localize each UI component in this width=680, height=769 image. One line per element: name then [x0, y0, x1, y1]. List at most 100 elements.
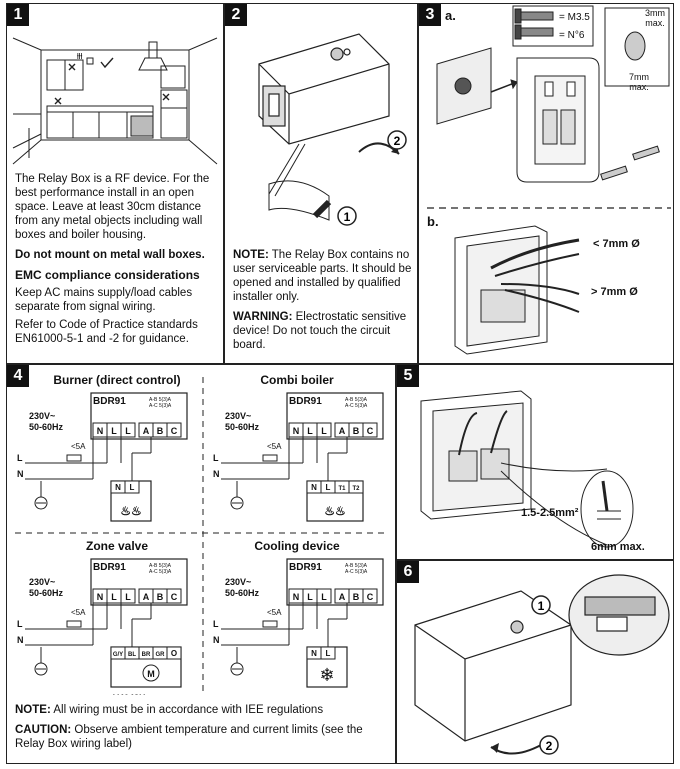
terminal-label: L: [125, 592, 131, 602]
terminal-label: B: [157, 592, 164, 602]
panel-1: 1: [6, 3, 224, 364]
kitchen-illustration: ƚƚƚ: [12, 37, 218, 165]
note-label: NOTE:: [233, 249, 269, 261]
load-terminal-label: N: [311, 483, 317, 492]
terminal-label: N: [293, 592, 300, 602]
valve-model-label: V4043H: [113, 693, 146, 695]
motor-icon-label: M: [147, 669, 155, 679]
panel-number: 1: [7, 4, 29, 26]
cover-closing-illustration: 2 1: [414, 574, 670, 755]
callout-1: 1: [344, 210, 351, 224]
wire-size-label: 1.5-2.5mm²: [521, 507, 579, 519]
terminal-label: N: [293, 426, 300, 436]
load-terminal-label: GR: [156, 652, 166, 658]
panel-5: 5 1.5-2.5mm² 6mm max.: [396, 364, 674, 560]
panel-number: 6: [397, 561, 419, 583]
sub-label-a: a.: [445, 8, 456, 23]
load-terminal-label: L: [130, 483, 135, 492]
rating-label: A-B 5(3)A: [345, 563, 368, 569]
fuse-label: <5A: [71, 608, 86, 617]
terminal-label: C: [367, 592, 374, 602]
panel-6: 6 2 1: [396, 560, 674, 764]
rating-label: A-B 5(3)A: [345, 397, 368, 403]
load-terminal-box: [166, 646, 182, 660]
snowflake-icon: ❄: [319, 665, 334, 685]
terminal-box: [166, 422, 182, 438]
callout-2: 2: [546, 739, 553, 753]
svg-text:ƚƚƚ: ƚƚƚ: [77, 52, 83, 61]
rf-placement-advice: The Relay Box is a RF device. For the be…: [15, 173, 210, 241]
caution-label: CAUTION:: [15, 724, 72, 736]
rating-label: A-C 5(3)A: [149, 569, 172, 575]
terminal-box: [316, 422, 332, 438]
live-label: L: [17, 619, 23, 629]
terminal-label: L: [111, 426, 117, 436]
sub-label-b: b.: [427, 214, 439, 229]
load-terminal-label: T1: [338, 486, 346, 492]
panel-number: 3: [419, 4, 441, 26]
cable-small-label: < 7mm Ø: [593, 238, 640, 250]
emc-advice-2: Refer to Code of Practice standards EN61…: [15, 319, 198, 345]
callout-1: 1: [538, 599, 545, 613]
neutral-label: N: [17, 469, 24, 479]
rating-label: A-B 5(3)A: [149, 397, 172, 403]
supply-label: 230V~: [29, 577, 55, 587]
fuse-symbol: [262, 620, 278, 628]
load-terminal-label: N: [311, 649, 317, 658]
supply-label: 230V~: [29, 411, 55, 421]
device-label: BDR91: [93, 562, 126, 573]
rating-label: A-C 5(3)A: [345, 403, 368, 409]
flame-icon: ♨♨: [324, 504, 346, 518]
emc-advice-1: Keep AC mains supply/load cables separat…: [15, 287, 193, 313]
panel-2-text: NOTE: The Relay Box contains no user ser…: [233, 248, 413, 358]
panel-number: 2: [225, 4, 247, 26]
warning-label: WARNING:: [233, 311, 293, 323]
terminal-label: B: [353, 592, 360, 602]
fuse-symbol: [262, 454, 278, 462]
terminal-label: A: [143, 592, 150, 602]
emc-heading: EMC compliance considerations: [15, 268, 200, 282]
caution-text: Observe ambient temperature and current …: [15, 724, 363, 750]
frequency-label: 50-60Hz: [29, 422, 64, 432]
neutral-label: N: [213, 469, 220, 479]
warning-text: Electrostatic sensitive device! Do not t…: [233, 311, 407, 351]
rating-label: A-C 5(3)A: [149, 403, 172, 409]
terminal-box: [316, 588, 332, 604]
cable-entry-illustration: [454, 225, 580, 355]
panel-number: 5: [397, 365, 419, 387]
fuse-symbol: [66, 620, 82, 628]
fuse-symbol: [66, 454, 82, 462]
terminal-label: C: [171, 592, 178, 602]
terminal-label: L: [321, 426, 327, 436]
terminal-label: A: [339, 592, 346, 602]
terminal-box: [120, 588, 136, 604]
panel-4: 4 Burner (direct control) Combi boiler Z…: [6, 364, 396, 764]
frequency-label: 50-60Hz: [225, 588, 260, 598]
load-terminal-label: T2: [352, 486, 360, 492]
panel-4-dividers: [15, 377, 389, 695]
fuse-label: <5A: [267, 442, 282, 451]
device-label: BDR91: [93, 396, 126, 407]
load-terminal-label: N: [115, 483, 121, 492]
strip-length-label: 6mm max.: [591, 541, 645, 553]
terminal-label: B: [157, 426, 164, 436]
live-label: L: [17, 453, 23, 463]
circuit-title-cooling: Cooling device: [254, 539, 340, 553]
terminal-label: L: [125, 426, 131, 436]
circuit-title-zone-valve: Zone valve: [85, 539, 149, 553]
terminal-label: L: [321, 592, 327, 602]
load-terminal-label: O: [171, 649, 177, 658]
gap-7mm-label: 7mm max.: [629, 72, 649, 92]
wall-mount-illustration: [427, 5, 671, 209]
load-terminal-box: [348, 480, 364, 494]
cable-large-label: > 7mm Ø: [591, 286, 638, 298]
live-label: L: [213, 619, 219, 629]
fuse-label: <5A: [71, 442, 86, 451]
panel-2: 2 2 1 NOTE: Th: [224, 3, 418, 364]
terminal-label: L: [307, 426, 313, 436]
screw-m35: = M3.5: [559, 12, 590, 23]
